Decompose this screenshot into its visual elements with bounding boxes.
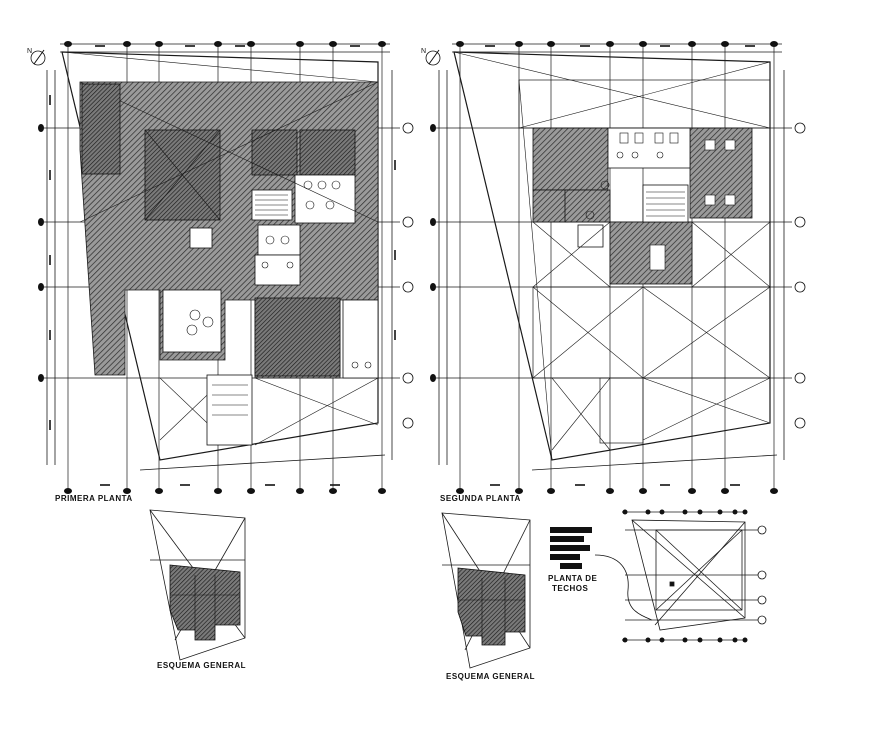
north-arrow-icon [30, 49, 46, 66]
first-floor-title: PRIMERA PLANTA [55, 494, 133, 503]
first-floor-plan [38, 41, 414, 494]
general-scheme-right [441, 512, 531, 669]
roof-plan-title-line1: PLANTA DE [548, 574, 598, 583]
north-label: N [27, 48, 33, 55]
roof-plan-title-line2: TECHOS [552, 584, 589, 593]
north-label: N [421, 48, 427, 55]
general-scheme-right-title: ESQUEMA GENERAL [446, 672, 535, 681]
general-scheme-left [149, 509, 246, 661]
second-floor-plan [430, 41, 806, 494]
grid-bubble-icon [430, 41, 778, 494]
north-arrow-icon [425, 49, 441, 66]
second-floor-title: SEGUNDA PLANTA [440, 494, 521, 503]
legend-block-icon [550, 527, 592, 569]
roof-plan [622, 509, 767, 643]
general-scheme-left-title: ESQUEMA GENERAL [157, 661, 246, 670]
